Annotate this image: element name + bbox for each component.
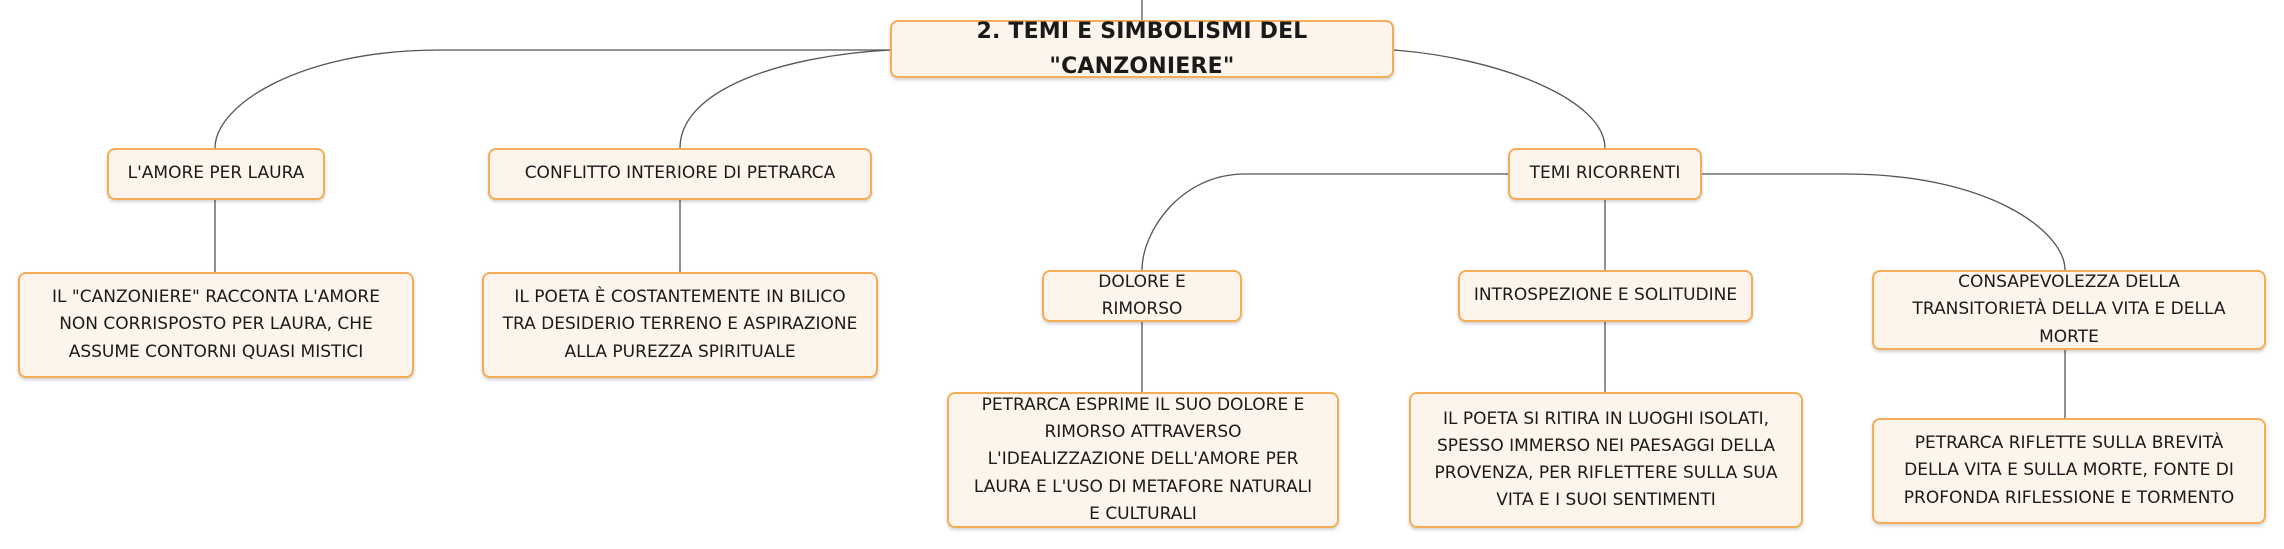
detail-consapevolezza[interactable]: PETRARCA RIFLETTE SULLA BREVITÀ DELLA VI… [1872, 418, 2266, 524]
connector-root-temi [1393, 49, 1606, 149]
detail-amore-per-laura[interactable]: IL "CANZONIERE" RACCONTA L'AMORE NON COR… [18, 272, 414, 378]
detail-introspezione-e-solitudine[interactable]: IL POETA SI RITIRA IN LUOGHI ISOLATI, SP… [1409, 392, 1803, 528]
branch-amore-per-laura[interactable]: L'AMORE PER LAURA [107, 148, 325, 200]
connector-root-conflitto [679, 49, 891, 149]
branch-conflitto-interiore[interactable]: CONFLITTO INTERIORE DI PETRARCA [488, 148, 872, 200]
subtopic-introspezione-e-solitudine[interactable]: INTROSPEZIONE E SOLITUDINE [1458, 270, 1753, 322]
subtopic-dolore-e-rimorso[interactable]: DOLORE E RIMORSO [1042, 270, 1242, 322]
branch-temi-ricorrenti[interactable]: TEMI RICORRENTI [1508, 148, 1702, 200]
subtopic-consapevolezza[interactable]: CONSAPEVOLEZZA DELLA TRANSITORIETÀ DELLA… [1872, 270, 2266, 350]
connector-temi-consapevolezza [1702, 173, 2066, 271]
connector-temi-dolore [1141, 173, 1508, 271]
connector-root-amore [214, 49, 890, 149]
root-node[interactable]: 2. TEMI E SIMBOLISMI DEL "CANZONIERE" [890, 19, 1394, 79]
detail-conflitto-interiore[interactable]: IL POETA È COSTANTEMENTE IN BILICO TRA D… [482, 272, 878, 378]
detail-dolore-e-rimorso[interactable]: PETRARCA ESPRIME IL SUO DOLORE E RIMORSO… [947, 392, 1339, 528]
